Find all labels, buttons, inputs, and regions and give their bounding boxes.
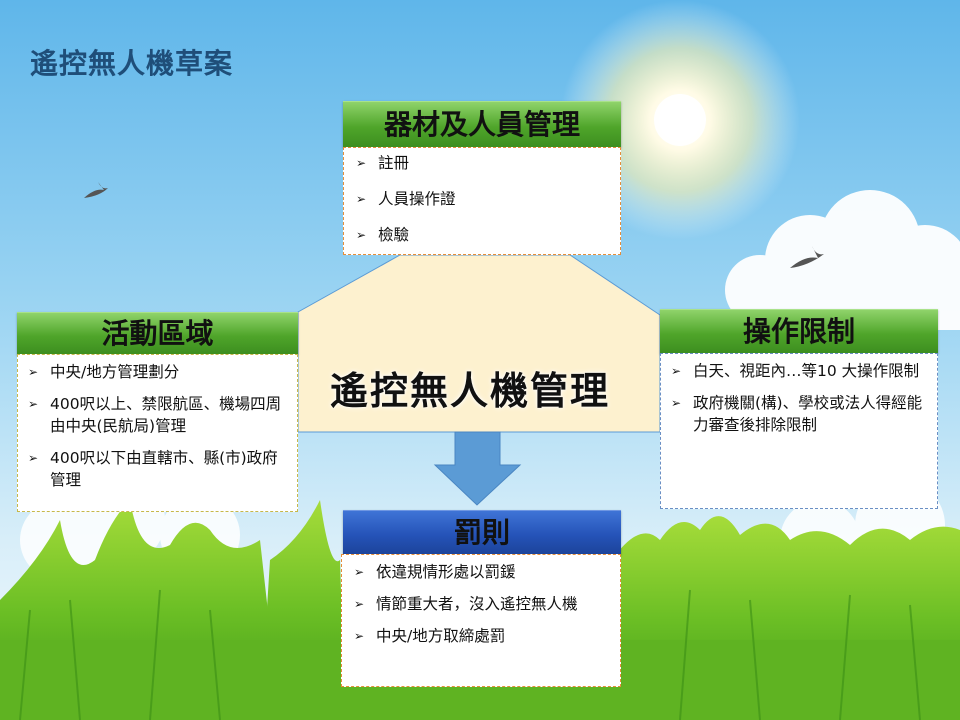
bullet-arrow-icon: ➢ bbox=[354, 565, 365, 579]
list-item: ➢人員操作證 bbox=[356, 190, 456, 208]
restriction-box: ➢白天、視距內…等10 大操作限制 ➢政府機關(構)、學校或法人得經能力審查後排… bbox=[660, 353, 938, 509]
bullet-arrow-icon: ➢ bbox=[28, 365, 39, 379]
bullet-arrow-icon: ➢ bbox=[356, 192, 367, 206]
list-item: ➢依違規情形處以罰鍰 bbox=[354, 563, 516, 581]
list-item: ➢400呎以下由直轄市、縣(市)政府管理 bbox=[28, 449, 278, 489]
center-label: 遙控無人機管理 bbox=[330, 369, 611, 413]
bullet-arrow-icon: ➢ bbox=[28, 397, 39, 411]
list-item: ➢檢驗 bbox=[356, 226, 410, 244]
area-box: ➢中央/地方管理劃分 ➢400呎以上、禁限航區、機場四周由中央(民航局)管理 ➢… bbox=[17, 354, 298, 512]
bullet-arrow-icon: ➢ bbox=[671, 364, 682, 378]
bullet-arrow-icon: ➢ bbox=[354, 597, 365, 611]
bullet-arrow-icon: ➢ bbox=[356, 228, 367, 242]
list-item: ➢情節重大者，沒入遙控無人機 bbox=[354, 595, 578, 613]
penalty-box: ➢依違規情形處以罰鍰 ➢情節重大者，沒入遙控無人機 ➢中央/地方取締處罰 bbox=[341, 554, 621, 687]
bullet-arrow-icon: ➢ bbox=[356, 156, 367, 170]
list-item: ➢中央/地方取締處罰 bbox=[354, 627, 506, 645]
list-item: ➢政府機關(構)、學校或法人得經能力審查後排除限制 bbox=[671, 394, 923, 434]
list-item: ➢白天、視距內…等10 大操作限制 bbox=[671, 362, 920, 380]
list-item: ➢註冊 bbox=[356, 154, 410, 172]
list-item: ➢400呎以上、禁限航區、機場四周由中央(民航局)管理 bbox=[28, 395, 282, 435]
page-title: 遙控無人機草案 bbox=[30, 47, 234, 80]
bullet-arrow-icon: ➢ bbox=[671, 396, 682, 410]
equipment-header: 器材及人員管理 bbox=[343, 101, 621, 148]
list-item: ➢中央/地方管理劃分 bbox=[28, 363, 180, 381]
penalty-header: 罰則 bbox=[343, 510, 621, 555]
restriction-header: 操作限制 bbox=[660, 309, 938, 354]
bullet-arrow-icon: ➢ bbox=[28, 451, 39, 465]
grass bbox=[0, 500, 960, 720]
down-arrow-icon bbox=[433, 431, 522, 506]
area-header: 活動區域 bbox=[17, 312, 298, 355]
bird-icon bbox=[84, 182, 108, 198]
equipment-box: ➢註冊 ➢人員操作證 ➢檢驗 bbox=[343, 147, 621, 255]
bullet-arrow-icon: ➢ bbox=[354, 629, 365, 643]
